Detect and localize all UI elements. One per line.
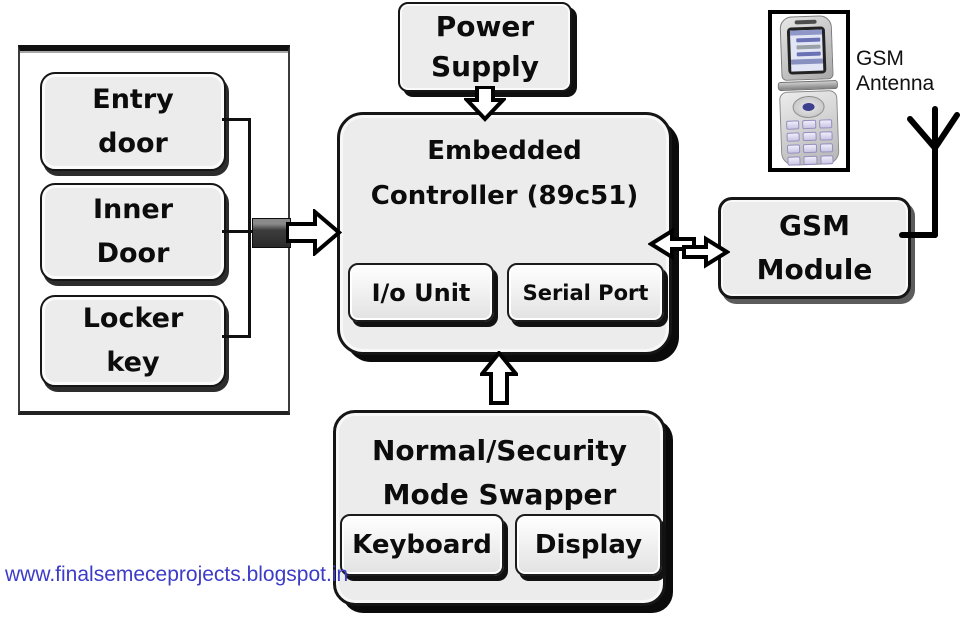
entry-door-box: Entry door bbox=[40, 72, 226, 171]
phone-keypad-half bbox=[779, 89, 840, 166]
inner-door-box: Inner Door bbox=[40, 183, 226, 281]
io-unit-box: I/o Unit bbox=[348, 263, 494, 322]
locker-key-box: Locker key bbox=[40, 295, 226, 387]
wire-vertical-bus bbox=[248, 118, 251, 338]
flip-phone-image bbox=[768, 10, 850, 172]
wire-entry-door bbox=[222, 118, 251, 121]
mode-swapper-title: Normal/Security Mode Swapper bbox=[371, 434, 628, 511]
wire-locker-key bbox=[222, 335, 251, 338]
embedded-controller-title: Embedded Controller (89c51) bbox=[370, 136, 639, 211]
serial-port-box: Serial Port bbox=[507, 263, 664, 322]
phone-screen bbox=[789, 29, 824, 72]
phone-earpiece bbox=[794, 19, 817, 25]
gsm-module-box: GSM Module bbox=[718, 197, 911, 299]
phone-dpad bbox=[792, 95, 825, 119]
display-box: Display bbox=[515, 514, 662, 576]
wire-inner-door bbox=[222, 230, 254, 233]
mode-swapper-box: Normal/Security Mode Swapper bbox=[333, 410, 666, 606]
connector-block bbox=[252, 218, 291, 248]
antenna-icon bbox=[899, 106, 960, 238]
watermark-url: www.finalsemeceprojects.blogspot.in bbox=[5, 563, 349, 586]
power-supply-box: Power Supply bbox=[398, 2, 572, 92]
bidirectional-arrow-icon bbox=[648, 227, 730, 269]
phone-screen-bezel bbox=[786, 26, 827, 75]
gsm-antenna-label: GSM Antenna bbox=[856, 47, 935, 95]
down-arrow-icon bbox=[464, 86, 506, 122]
phone-body bbox=[773, 15, 842, 166]
keyboard-box: Keyboard bbox=[340, 514, 504, 576]
right-arrow-icon bbox=[286, 209, 342, 256]
up-arrow-icon bbox=[480, 351, 518, 405]
phone-keys bbox=[786, 119, 834, 166]
phone-screen-half bbox=[779, 15, 834, 81]
